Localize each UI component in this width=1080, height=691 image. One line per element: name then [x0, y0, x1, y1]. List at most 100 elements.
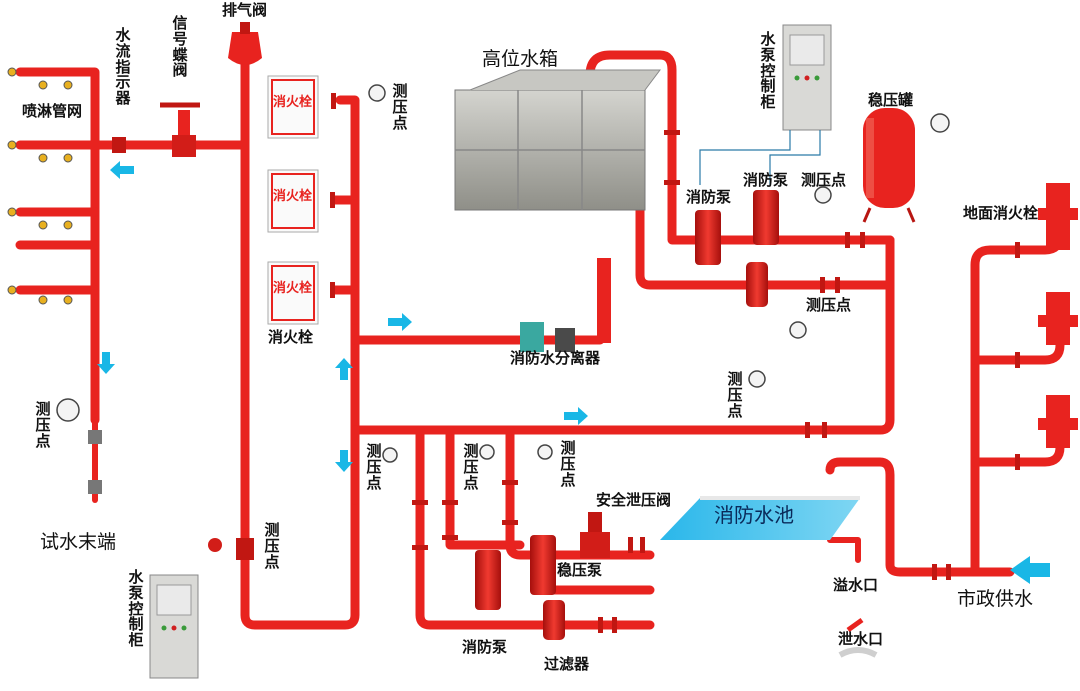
label-hydrant: 消火栓 — [268, 328, 314, 346]
pump-suction-pipe — [415, 425, 655, 630]
fire-pump-icon — [475, 550, 501, 610]
tank-outlet-pipe — [585, 50, 895, 245]
arrow-down-icon — [97, 352, 115, 374]
supply-pipe — [825, 457, 1015, 577]
drain-icon — [846, 617, 864, 633]
arrow-up-icon — [335, 358, 353, 380]
hydrant-box — [267, 169, 319, 233]
hydrant-box-text: 消火栓 — [273, 189, 313, 204]
label-stabilizing-pump: 稳压泵 — [557, 561, 603, 579]
stabilizing-pump-pipe — [505, 425, 655, 560]
pump-control-cabinet-top — [699, 24, 832, 185]
pump-control-cabinet-bottom — [149, 574, 199, 679]
label-pump-control-cabinet: 水泵控制柜 — [760, 30, 776, 111]
arrow-right-icon — [564, 407, 588, 425]
flow-arrows — [97, 161, 1050, 584]
label-gauge-point: 测压点 — [35, 400, 51, 450]
label-ground-hydrant: 地面消火栓 — [963, 204, 1039, 222]
label-sprinkler-network: 喷淋管网 — [22, 102, 83, 120]
valve-icon — [88, 480, 102, 494]
sprinkler-head-icon — [7, 67, 17, 77]
label-gauge-point: 测压点 — [727, 370, 743, 420]
fire-pool — [660, 496, 860, 540]
safety-relief-valve-icon — [580, 512, 610, 558]
hydrant-box-text: 消火栓 — [273, 95, 313, 110]
ground-hydrant-icon — [1038, 183, 1078, 250]
pump-pipe — [445, 425, 525, 550]
label-gauge-point: 测压点 — [463, 442, 479, 492]
pressure-gauge-icon — [789, 321, 807, 339]
sprinkler-head-icon — [7, 285, 17, 295]
label-safety-relief-valve: 安全泄压阀 — [596, 491, 672, 509]
label-fire-pump: 消防泵 — [686, 188, 732, 206]
label-gauge-point: 测压点 — [801, 171, 847, 189]
label-pump-control-cabinet: 水泵控制柜 — [128, 568, 144, 649]
pressure-gauge-icon — [479, 444, 495, 460]
sprinkler-main-pipe — [15, 67, 100, 425]
arrow-left-icon — [110, 161, 134, 179]
label-high-tank: 高位水箱 — [482, 48, 559, 70]
sprinkler-heads — [7, 67, 73, 305]
pressure-gauge-icon — [537, 444, 553, 460]
pressure-gauge-icon — [56, 398, 80, 422]
label-signal-butterfly-valve: 信号蝶阀 — [172, 14, 188, 80]
pump-discharge-pipe — [635, 145, 895, 290]
high-water-tank — [454, 69, 661, 211]
hydrant-supply-pipe — [970, 325, 1065, 365]
sprinkler-head-icon — [63, 295, 73, 305]
pipe-flanges — [330, 93, 1020, 633]
signal-butterfly-valve-icon — [160, 102, 200, 157]
alarm-valve-icon — [208, 538, 254, 560]
label-flow-indicator: 水流指示器 — [115, 26, 131, 107]
label-test-end: 试水末端 — [40, 531, 117, 553]
flow-indicator-icon — [112, 137, 126, 153]
hydrant-box — [267, 75, 319, 139]
filter-icon — [543, 600, 565, 640]
hydrant-riser-pipe — [335, 95, 360, 325]
label-fire-pump: 消防泵 — [462, 638, 508, 656]
valve-icon — [88, 430, 102, 444]
loop-pipe — [350, 235, 895, 435]
ground-hydrant-icon — [1038, 395, 1078, 448]
label-pressure-tank: 稳压罐 — [868, 91, 914, 109]
overflow-pipe — [827, 537, 861, 563]
label-overflow: 溢水口 — [833, 576, 879, 594]
pumps — [475, 190, 779, 640]
label-gauge-point: 测压点 — [806, 296, 852, 314]
sprinkler-head-icon — [38, 153, 48, 163]
arrow-right-icon — [388, 313, 412, 331]
riser-pipe — [240, 45, 360, 630]
ground-hydrant-icon — [1038, 292, 1078, 345]
test-end-valves — [88, 430, 102, 494]
pressure-gauge-icon — [748, 370, 766, 388]
sprinkler-head-icon — [63, 220, 73, 230]
sprinkler-head-icon — [7, 207, 17, 217]
exhaust-valve-icon — [228, 22, 262, 65]
arrow-down-icon — [335, 450, 353, 472]
fire-pump-icon — [753, 190, 779, 245]
label-filter: 过滤器 — [544, 655, 590, 673]
ground-hydrants — [1038, 183, 1078, 448]
sprinkler-head-icon — [38, 220, 48, 230]
hydrant-boxes — [267, 75, 319, 325]
hydrant-box — [267, 261, 319, 325]
filter-icon — [746, 262, 768, 307]
label-separator: 消防水分离器 — [510, 349, 601, 367]
stabilizing-pump-icon — [530, 535, 556, 595]
label-gauge-point: 测压点 — [366, 442, 382, 492]
drain-water-icon — [838, 647, 878, 658]
sprinkler-head-icon — [63, 80, 73, 90]
hydrant-branch-pipe — [330, 195, 360, 295]
label-drain: 泄水口 — [838, 630, 884, 648]
pressure-gauge-icon — [930, 113, 950, 133]
sprinkler-head-icon — [63, 153, 73, 163]
label-fire-pool: 消防水池 — [714, 503, 794, 527]
pressure-gauge-icon — [382, 447, 398, 463]
sprinkler-head-icon — [38, 295, 48, 305]
pressure-gauge-icon — [368, 84, 386, 102]
label-gauge-point: 测压点 — [264, 521, 280, 571]
label-exhaust-valve: 排气阀 — [222, 1, 268, 19]
pressure-gauge-icon — [814, 186, 832, 204]
